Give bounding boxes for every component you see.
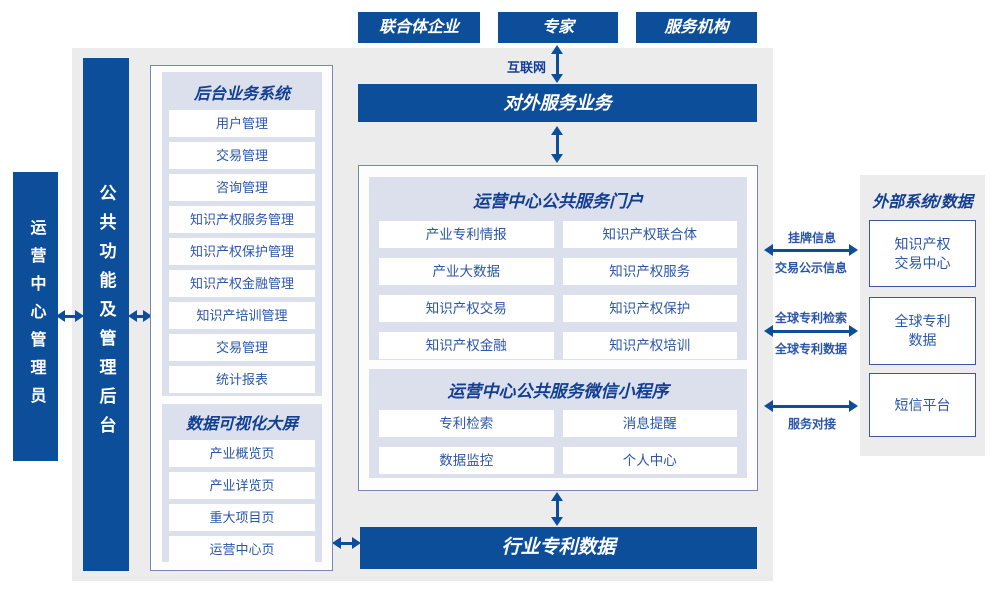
link-label-listing-info: 挂牌信息	[787, 231, 836, 245]
dashboard-section: 数据可视化大屏 产业概览页 产业详览页 重大项目页 运营中心页	[162, 404, 322, 563]
arrow-head-down-icon	[551, 74, 563, 83]
actor-box-expert: 专家	[498, 12, 618, 43]
miniprogram-section: 运营中心公共服务微信小程序 专利检索 消息提醒 数据监控 个人中心	[369, 369, 747, 478]
backend-item: 知识产权保护管理	[169, 238, 315, 265]
miniprogram-item: 个人中心	[562, 447, 737, 474]
portal-item: 知识产权交易	[379, 295, 554, 322]
miniprogram-item: 数据监控	[379, 447, 554, 474]
double-arrow-global-patent-data	[764, 325, 858, 337]
portal-title: 运营中心公共服务门户	[473, 192, 643, 211]
double-arrow-admin-backend	[56, 310, 84, 322]
double-arrow-sms-platform	[764, 400, 858, 412]
miniprogram-item: 专利检索	[379, 410, 554, 437]
arrow-head-right-icon	[849, 244, 858, 256]
backend-item: 交易管理	[169, 142, 315, 169]
external-box-line: 全球专利	[894, 313, 951, 329]
external-systems-title: 外部系统/数据	[872, 194, 973, 211]
external-box-line: 知识产权	[894, 235, 951, 252]
miniprogram-title: 运营中心公共服务微信小程序	[447, 382, 669, 401]
arrow-head-left-icon	[332, 537, 341, 549]
ops-center-panel: 运营中心公共服务门户 产业专利情报 知识产权联合体 产业大数据 知识产权服务 知…	[358, 165, 758, 491]
portal-item: 产业专利情报	[379, 221, 554, 248]
double-arrow-backend-panel	[128, 310, 152, 322]
arrow-head-down-icon	[551, 154, 563, 163]
external-box-line: 短信平台	[894, 396, 951, 413]
external-box-line: 交易中心	[894, 254, 951, 271]
portal-item: 知识产权保护	[562, 295, 737, 322]
portal-item: 产业大数据	[379, 258, 554, 285]
backend-system-section: 后台业务系统 用户管理 交易管理 咨询管理 知识产权服务管理 知识产权保护管理 …	[162, 72, 322, 396]
external-service-bar: 对外服务业务	[358, 84, 757, 122]
backend-item: 知识产权服务管理	[169, 206, 315, 233]
double-arrow-service-portal	[550, 126, 564, 163]
link-label-service-connection: 服务对接	[787, 417, 836, 431]
arrow-head-left-icon	[764, 325, 773, 337]
backend-item: 知识产培训管理	[169, 302, 315, 329]
arrow-head-up-icon	[551, 45, 563, 54]
miniprogram-item: 消息提醒	[562, 410, 737, 437]
backend-item: 统计报表	[169, 366, 315, 393]
arrow-head-down-icon	[551, 517, 563, 526]
internet-label: 互联网	[506, 60, 546, 75]
arrow-head-left-icon	[56, 310, 65, 322]
backend-system-title: 后台业务系统	[193, 86, 290, 103]
dashboard-title: 数据可视化大屏	[185, 416, 298, 433]
arrow-head-left-icon	[764, 244, 773, 256]
backend-item: 交易管理	[169, 334, 315, 361]
portal-item: 知识产权培训	[562, 332, 737, 359]
arrow-head-right-icon	[352, 537, 361, 549]
external-box-sms-platform: 短信平台	[869, 373, 976, 437]
dashboard-item: 重大项目页	[169, 504, 315, 531]
arrow-head-right-icon	[849, 325, 858, 337]
external-box-line: 数据	[908, 332, 937, 348]
actor-box-service-organization: 服务机构	[636, 12, 757, 43]
portal-item: 知识产权服务	[562, 258, 737, 285]
portal-item: 知识产权联合体	[562, 221, 737, 248]
double-arrow-panel-industry-data	[332, 537, 361, 549]
backend-item: 用户管理	[169, 110, 315, 137]
industry-patent-data-bar: 行业专利数据	[360, 527, 757, 569]
ops-center-admin-box: 运营中心管理员	[13, 172, 58, 461]
arrow-head-right-icon	[849, 400, 858, 412]
dashboard-item: 产业详览页	[169, 472, 315, 499]
double-arrow-internet	[550, 45, 564, 83]
arrow-head-left-icon	[128, 310, 137, 322]
actor-box-consortium-enterprise: 联合体企业	[358, 12, 480, 43]
arrow-head-right-icon	[143, 310, 152, 322]
backend-item: 咨询管理	[169, 174, 315, 201]
link-label-global-patent-search: 全球专利检索	[774, 311, 847, 325]
external-box-ip-trade-center: 知识产权 交易中心	[869, 220, 976, 287]
dashboard-item: 产业概览页	[169, 440, 315, 467]
backend-dashboard-panel: 后台业务系统 用户管理 交易管理 咨询管理 知识产权服务管理 知识产权保护管理 …	[150, 65, 333, 571]
external-box-global-patent-data: 全球专利 数据	[869, 297, 976, 365]
backend-functions-bar: 公共功能及管理后台	[83, 58, 129, 571]
link-label-trade-publicity-info: 交易公示信息	[774, 261, 847, 275]
portal-item: 知识产权金融	[379, 332, 554, 359]
external-systems-panel: 外部系统/数据 知识产权 交易中心 全球专利 数据 短信平台	[860, 175, 985, 456]
double-arrow-patent-data	[550, 492, 564, 526]
arrow-head-right-icon	[75, 310, 84, 322]
link-label-global-patent-data: 全球专利数据	[774, 342, 847, 356]
arrow-head-left-icon	[764, 400, 773, 412]
dashboard-item: 运营中心页	[169, 536, 315, 563]
arrow-head-up-icon	[551, 492, 563, 501]
arrow-head-up-icon	[551, 126, 563, 135]
double-arrow-ip-trade-center	[764, 244, 858, 256]
backend-item: 知识产权金融管理	[169, 270, 315, 297]
portal-section: 运营中心公共服务门户 产业专利情报 知识产权联合体 产业大数据 知识产权服务 知…	[369, 177, 747, 360]
